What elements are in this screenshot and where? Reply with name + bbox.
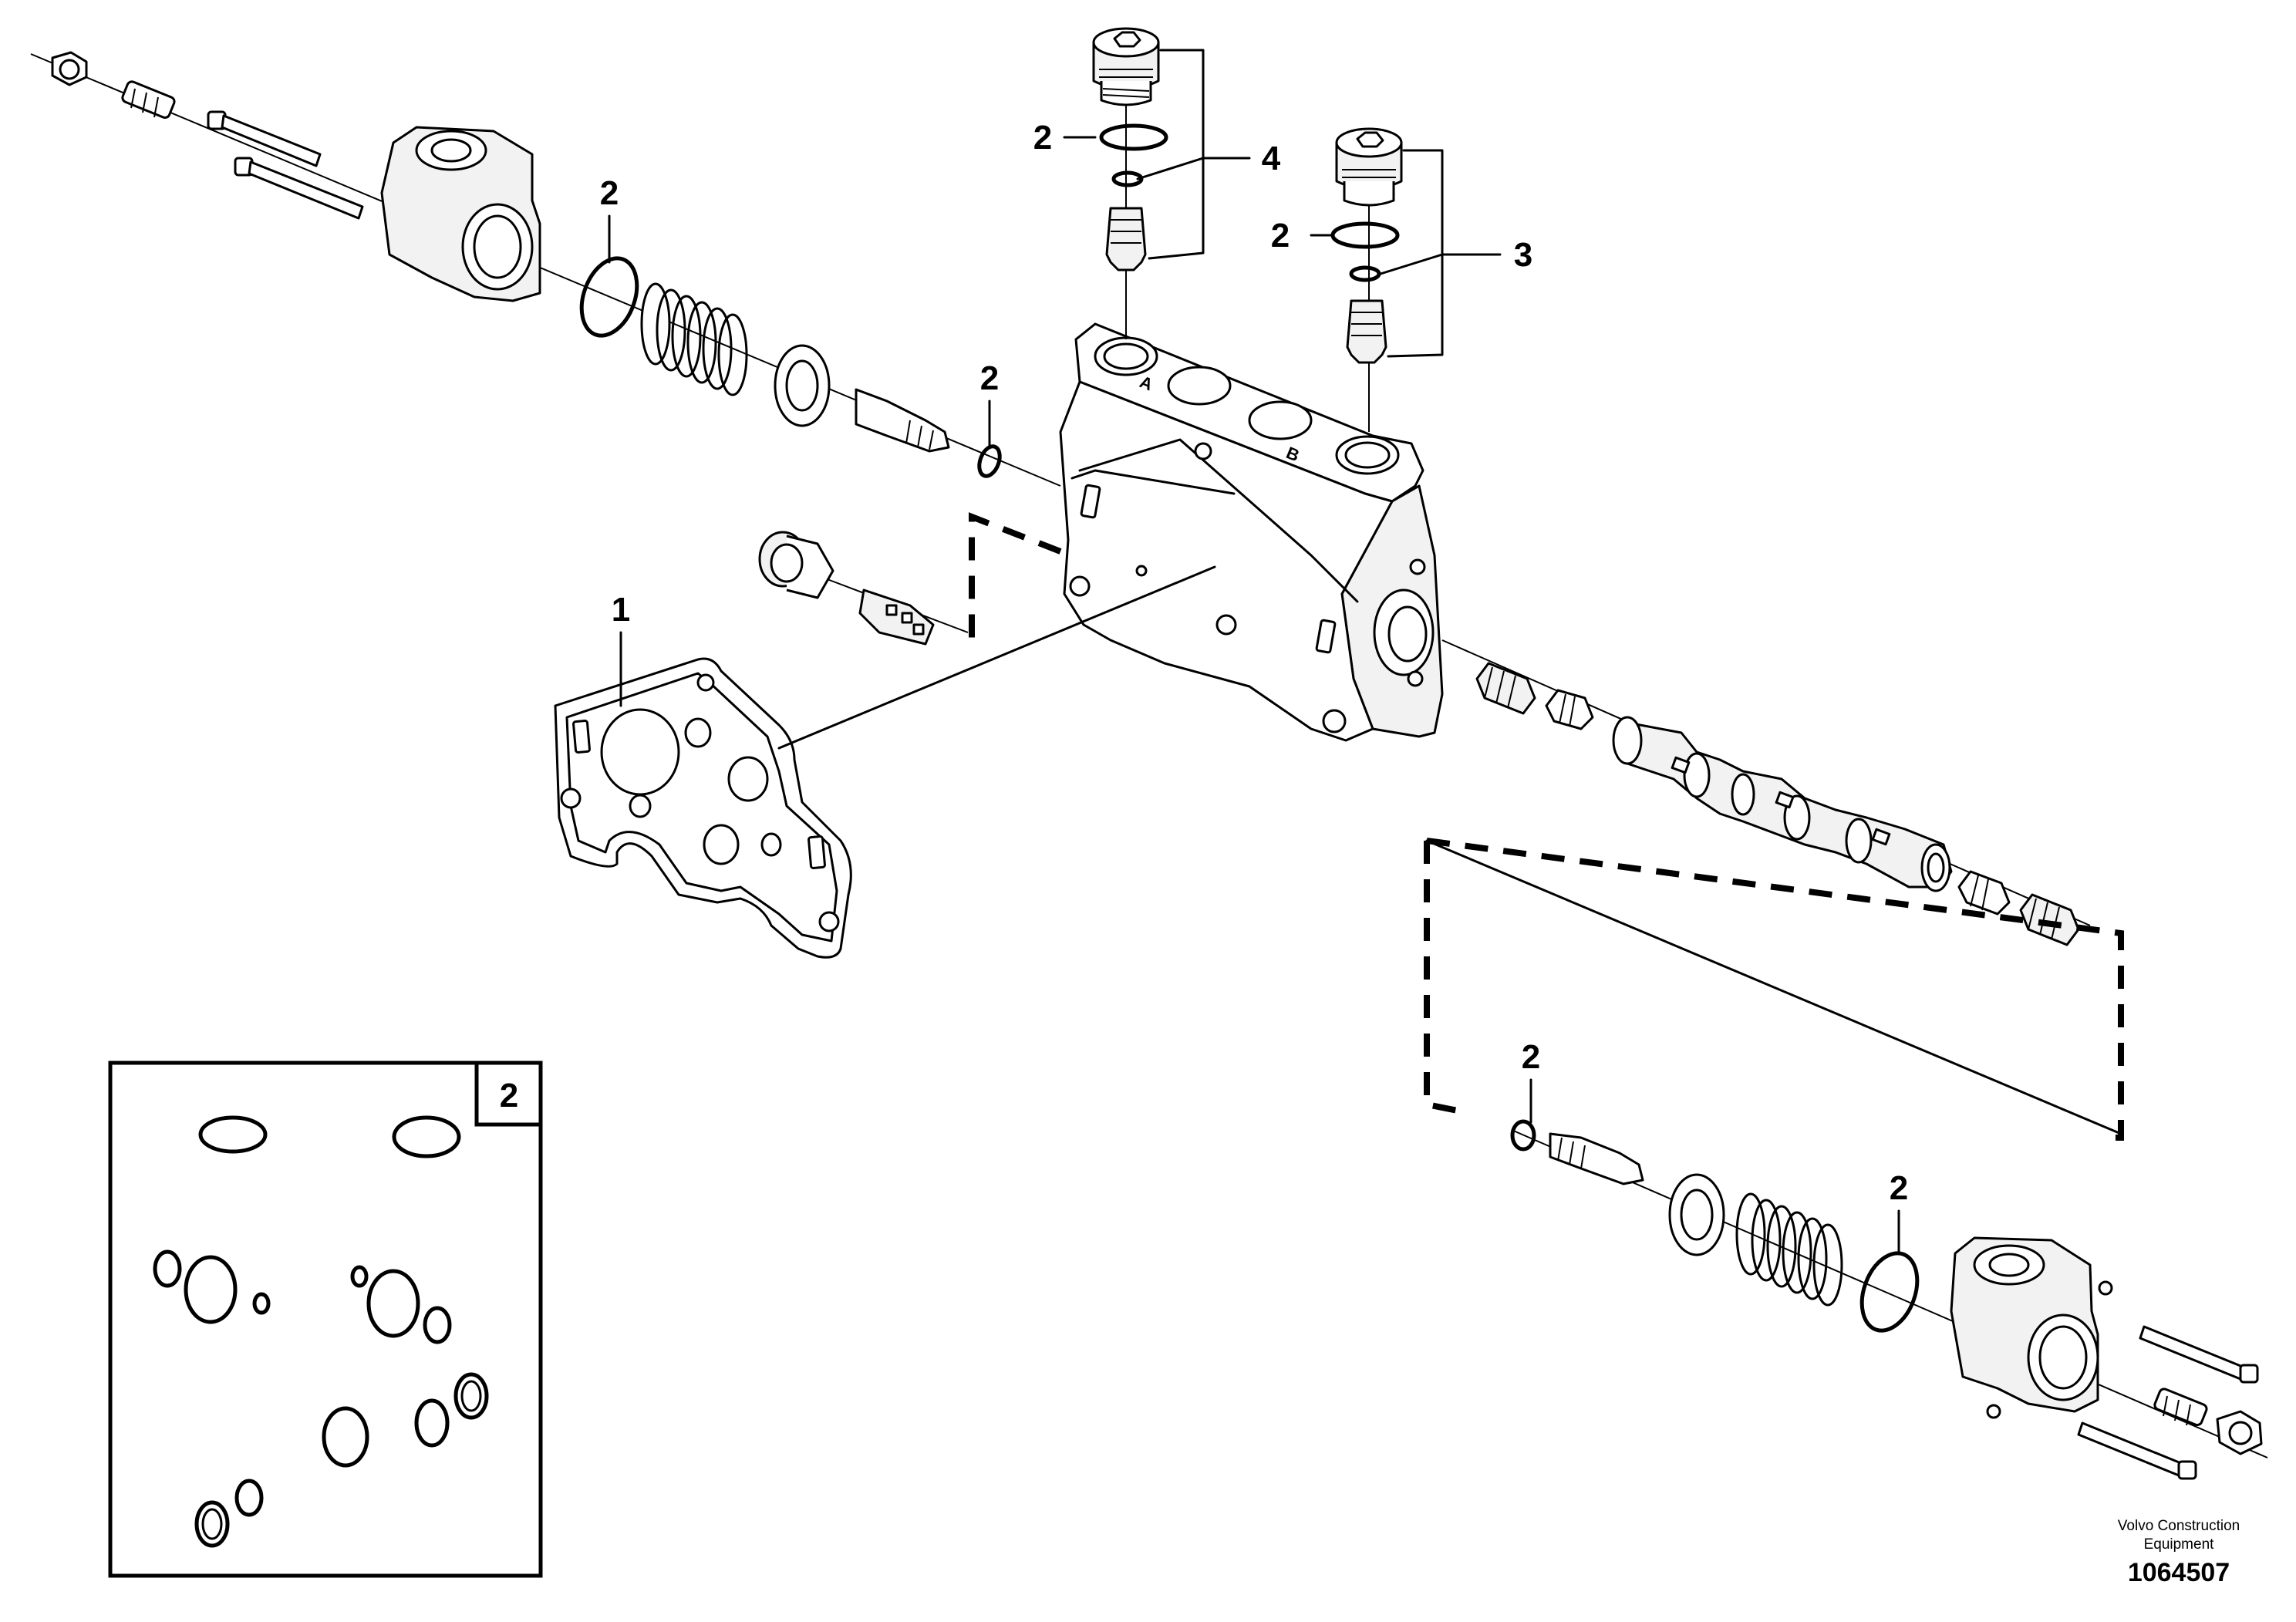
upper-port	[1248, 400, 1313, 440]
o-ring	[1859, 1251, 1920, 1333]
long-bolt	[2077, 1421, 2197, 1480]
long-bolt	[207, 110, 322, 167]
callout-4: 4	[1262, 140, 1281, 177]
spool-bolt	[1549, 1132, 1644, 1185]
callout-2: 2	[1271, 217, 1290, 255]
spool-spring-retainer	[1475, 662, 1536, 715]
o-ring	[234, 1479, 264, 1517]
o-ring	[414, 1398, 450, 1448]
o-ring	[184, 1255, 238, 1324]
o-ring	[1330, 221, 1400, 249]
spring	[640, 282, 748, 396]
spool-stopper	[1957, 870, 2011, 916]
spool-bolt	[855, 388, 950, 453]
dashed-group-frame	[1424, 838, 2124, 1141]
mounting-bracket	[554, 565, 1216, 959]
plug	[1092, 27, 1160, 106]
o-ring	[252, 1292, 271, 1315]
set-screw	[121, 80, 176, 120]
main-spool-assembly	[1441, 639, 2091, 946]
port-a-bore	[1094, 336, 1158, 376]
long-bolt	[234, 157, 364, 220]
port-b-bore	[1335, 435, 1400, 475]
o-ring	[423, 1306, 452, 1344]
check-plug	[758, 531, 834, 599]
upper-port	[1167, 366, 1232, 406]
check-poppet	[858, 588, 935, 646]
hex-nut	[2216, 1410, 2263, 1455]
o-ring	[350, 1265, 369, 1288]
relief-valve-assembly-b	[1310, 127, 1502, 432]
relief-valve-assembly-a	[1063, 27, 1251, 339]
o-ring-small	[1510, 1119, 1536, 1152]
backup-ring	[1349, 265, 1381, 282]
callout-1: 1	[612, 591, 630, 629]
valve-section-body: A B	[1059, 322, 1444, 742]
callout-2: 2	[1522, 1038, 1540, 1076]
dashed-group-bracket	[969, 512, 1062, 648]
left-spool-cap-assembly	[30, 51, 1061, 487]
company-line-1: Volvo Construction	[2118, 1518, 2240, 1534]
set-screw	[2153, 1388, 2208, 1427]
spring-seat	[774, 344, 831, 427]
hex-nut	[51, 51, 88, 86]
company-line-2: Equipment	[2144, 1536, 2215, 1553]
callout-2: 2	[980, 359, 999, 397]
callout-2: 2	[1033, 119, 1052, 157]
callout-2: 2	[1890, 1169, 1908, 1207]
spool-stopper	[1545, 689, 1594, 730]
o-ring-small	[977, 444, 1002, 478]
check-valve-assembly	[758, 512, 1062, 648]
spring	[1735, 1192, 1843, 1307]
relief-cartridge	[1346, 299, 1387, 364]
seal-kit-box: 2	[108, 1061, 543, 1578]
backup-ring	[1111, 170, 1144, 187]
backup-ring	[194, 1500, 230, 1548]
spool-spring-retainer	[2019, 893, 2080, 946]
o-ring	[1099, 123, 1168, 151]
backup-ring	[453, 1372, 489, 1420]
plug	[1335, 127, 1403, 207]
spool	[1612, 716, 1953, 892]
long-bolt	[2139, 1325, 2259, 1384]
relief-cartridge	[1105, 207, 1147, 271]
spring-seat	[1668, 1173, 1725, 1256]
right-spool-cap-assembly	[1510, 1119, 2268, 1480]
o-ring	[198, 1115, 268, 1154]
callout-3: 3	[1514, 236, 1532, 274]
callout-2: 2	[600, 174, 619, 212]
o-ring	[153, 1249, 182, 1288]
spool-cap	[1950, 1236, 2113, 1419]
callout-group: 2 2 2 4 2 3 1 2 2	[600, 119, 1908, 1255]
o-ring	[579, 256, 639, 338]
spool-cap	[380, 126, 541, 302]
seal-kit-box-label: 2	[500, 1077, 518, 1114]
drawing-number: 1064507	[2128, 1558, 2230, 1587]
o-ring	[392, 1115, 461, 1158]
o-ring	[322, 1406, 369, 1468]
o-ring	[366, 1269, 420, 1338]
footer-credit: Volvo Construction Equipment 1064507	[2118, 1518, 2240, 1587]
